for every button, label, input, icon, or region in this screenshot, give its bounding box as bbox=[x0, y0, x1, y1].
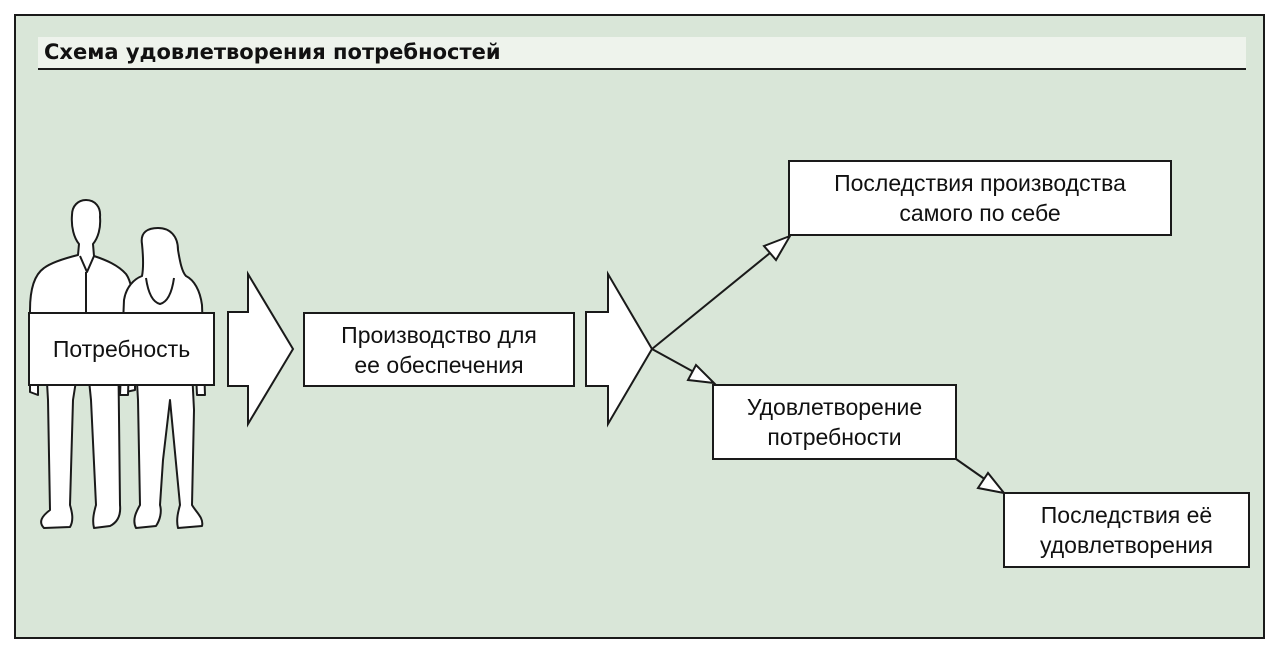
diagram-title: Схема удовлетворения потребностей bbox=[44, 40, 501, 64]
satisfaction-consequences-node-label: Последствия её удовлетворения bbox=[1040, 502, 1213, 558]
flow-arrow-2-icon bbox=[585, 270, 654, 428]
satisfaction-node-label: Удовлетворение потребности bbox=[746, 394, 923, 450]
production-consequences-node: Последствия производства самого по себе bbox=[788, 160, 1172, 236]
title-bar: Схема удовлетворения потребностей bbox=[38, 37, 1246, 70]
connector-to-satisfaction bbox=[651, 348, 693, 372]
satisfaction-consequences-node: Последствия её удовлетворения bbox=[1003, 492, 1250, 568]
satisfaction-node: Удовлетворение потребности bbox=[712, 384, 957, 460]
production-node-label: Производство для ее обеспечения bbox=[341, 321, 537, 378]
flow-arrow-1-icon bbox=[227, 270, 295, 428]
production-consequences-node-label: Последствия производства самого по себе bbox=[834, 170, 1126, 226]
connector-to-satisfaction-consequences bbox=[955, 458, 987, 481]
production-node: Производство для ее обеспечения bbox=[303, 312, 575, 387]
arrowhead-production-consequences-icon bbox=[762, 234, 793, 262]
need-node: Потребность bbox=[28, 312, 215, 386]
arrowhead-satisfaction-consequences-icon bbox=[976, 471, 1007, 495]
arrowhead-satisfaction-icon bbox=[686, 363, 717, 385]
need-node-label: Потребность bbox=[52, 336, 191, 362]
connector-to-production-consequences bbox=[651, 252, 771, 350]
man-figure-icon bbox=[29, 199, 136, 529]
